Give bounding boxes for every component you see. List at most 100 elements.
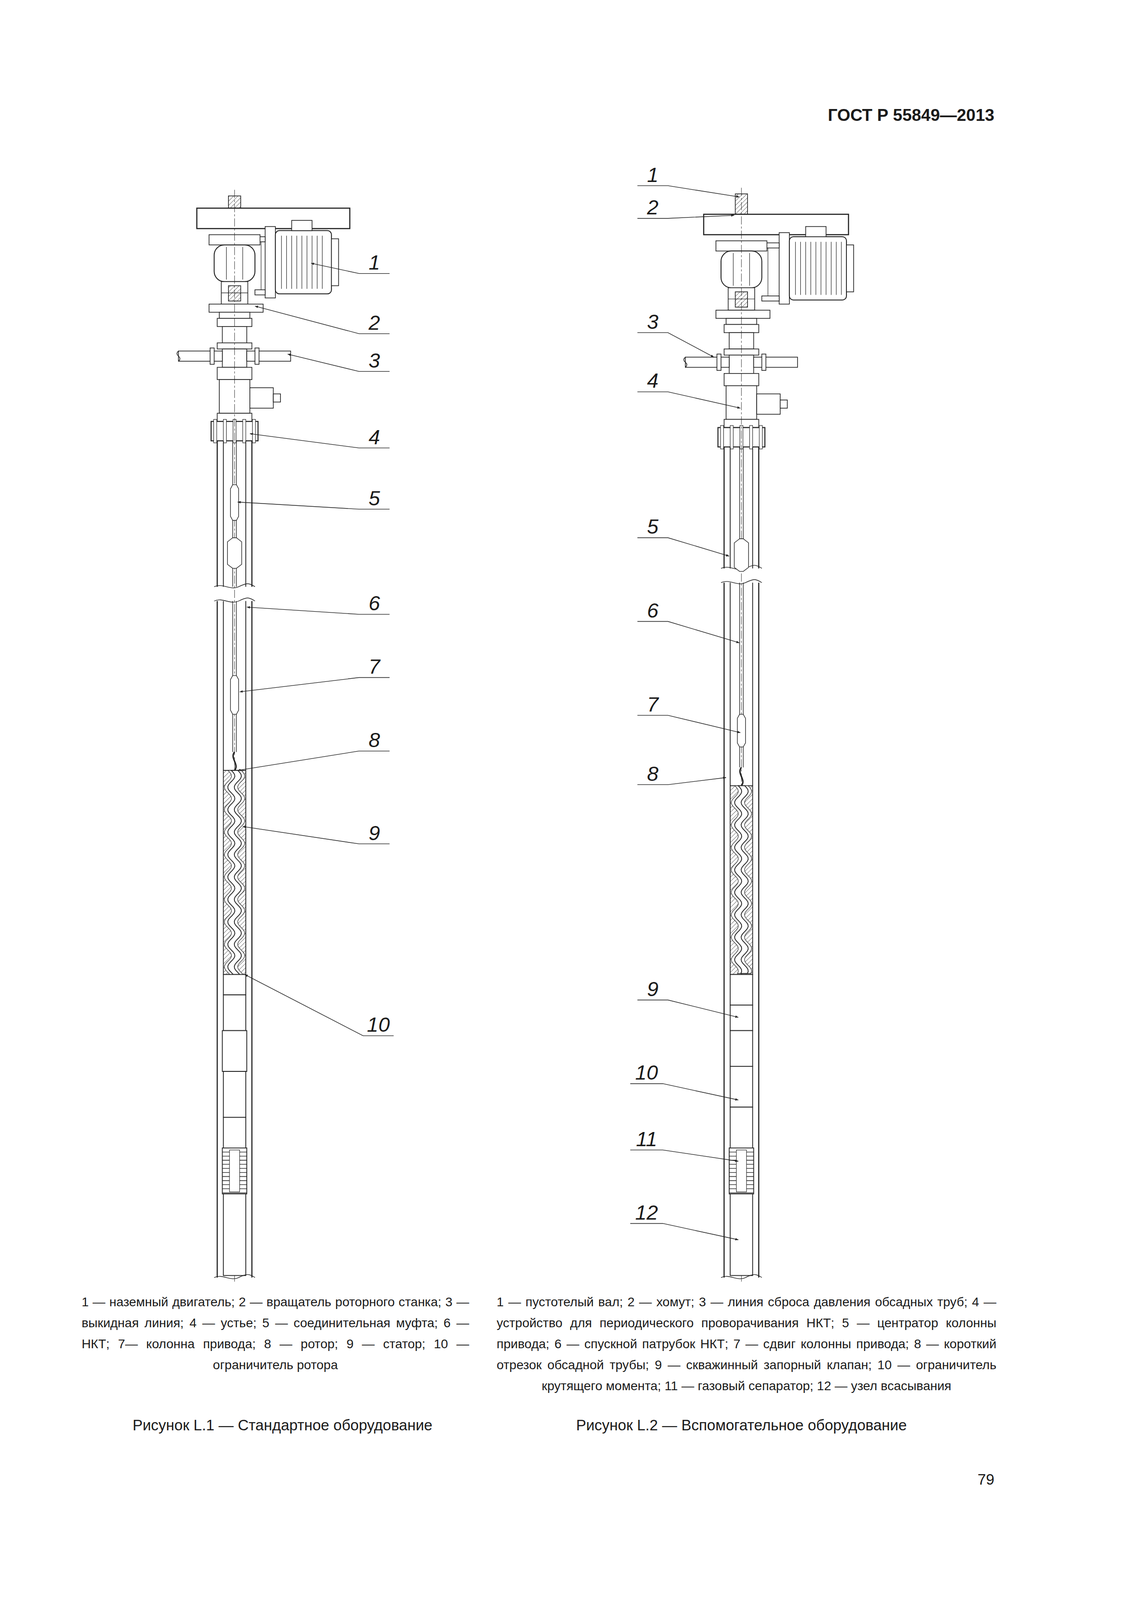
casing-wall — [251, 440, 253, 587]
motor-body — [275, 230, 332, 295]
leader-line — [637, 537, 730, 556]
callout-number: 5 — [368, 487, 380, 509]
callout-number: 2 — [647, 197, 659, 218]
flange-bolt — [213, 419, 217, 443]
callout-number: 2 — [368, 311, 380, 333]
leader-line — [630, 1083, 739, 1100]
tubing-wall — [752, 582, 753, 786]
rib-core — [229, 1149, 240, 1192]
tubing-wall — [245, 601, 247, 771]
flange-bolt — [223, 419, 227, 443]
leader-line — [254, 306, 390, 334]
page-header: ГОСТ Р 55849—2013 — [827, 105, 995, 125]
motor-fin — [795, 241, 796, 295]
motor-fin — [286, 235, 287, 289]
callout-number: 5 — [647, 516, 659, 537]
lower-segment — [223, 1193, 246, 1276]
callout-number: 9 — [647, 978, 659, 999]
rod-coupling — [734, 538, 749, 572]
lower-segment — [730, 1030, 753, 1067]
callout-number: 4 — [368, 426, 380, 447]
casing-wall — [216, 601, 218, 1278]
motor-fin — [316, 235, 318, 289]
callout-number: 8 — [647, 762, 659, 784]
lower-segment — [729, 1147, 754, 1194]
pipe-break — [683, 357, 687, 368]
leader-line — [637, 332, 715, 358]
motor-fin — [321, 235, 323, 289]
page-number: 79 — [977, 1470, 995, 1489]
side-nib — [780, 399, 788, 409]
flange-bolt — [759, 425, 763, 449]
leader-line — [246, 607, 390, 615]
flange-bolt — [720, 425, 724, 449]
flow-line-flange — [716, 353, 722, 371]
callout-number: 3 — [368, 349, 380, 371]
motor-fin — [840, 241, 842, 295]
leader-line — [242, 826, 390, 844]
tubing-wall — [729, 582, 731, 786]
motor-fin — [800, 241, 801, 295]
lower-segment — [223, 1071, 246, 1118]
head-detail — [242, 246, 244, 280]
motor-fin — [281, 235, 282, 289]
motor-fin — [311, 235, 313, 289]
leader-line — [637, 185, 740, 198]
rod-coupling — [230, 484, 239, 521]
motor-fin — [301, 235, 302, 289]
rod-coupling — [230, 675, 239, 715]
motor-fin — [291, 235, 292, 289]
side-box — [756, 394, 780, 415]
head-base-flange — [208, 304, 264, 313]
casing-wall — [216, 440, 218, 587]
callout-number: 1 — [368, 251, 380, 273]
leader-line — [637, 715, 741, 733]
figure-caption: Рисунок L.1 — Стандартное оборудование — [132, 1416, 433, 1434]
casing-wall — [723, 582, 725, 1278]
leader-line — [244, 974, 394, 1036]
lower-segment — [730, 1066, 753, 1107]
motor-flange — [264, 226, 275, 299]
callout-number: 9 — [368, 822, 380, 843]
lower-segment — [222, 1030, 248, 1072]
head-base-flange — [715, 310, 771, 319]
rod-coupling — [737, 714, 746, 748]
lower-segment — [730, 974, 753, 1006]
legend-text: 1 — наземный двигатель; 2 — вращатель ро… — [81, 1291, 470, 1376]
rib-core — [736, 1149, 747, 1192]
flex-shaft — [740, 767, 743, 786]
motor-fin — [296, 235, 297, 289]
lower-segment — [223, 974, 246, 996]
stator-cavity — [731, 785, 752, 974]
tubing-wall — [223, 601, 224, 771]
pipe-break — [176, 351, 181, 362]
flow-line-flange — [210, 347, 215, 365]
callout-number: 7 — [647, 693, 659, 715]
tubing-wall — [245, 440, 247, 587]
leader-line — [237, 751, 390, 771]
callout-number: 3 — [647, 311, 659, 332]
bottom-break — [721, 1274, 762, 1279]
stator — [223, 770, 246, 975]
segment-rib — [222, 1192, 248, 1194]
callout-number: 12 — [635, 1201, 659, 1223]
bracket-bolt — [767, 248, 768, 296]
flow-line — [685, 357, 730, 368]
flange-bolt — [252, 419, 256, 443]
flow-line-flange — [254, 347, 260, 365]
head-detail — [732, 253, 734, 286]
motor-flange — [778, 232, 789, 305]
drawing-group — [176, 185, 854, 1282]
segment-rib — [729, 1192, 754, 1194]
flow-line-flange — [761, 353, 766, 371]
motor-fin — [825, 241, 827, 295]
figure-caption: Рисунок L.2 — Вспомогательное оборудован… — [575, 1416, 907, 1434]
flow-line — [178, 351, 223, 362]
tubing-wall — [223, 440, 224, 587]
lower-segment — [730, 1193, 753, 1276]
lower-segment — [730, 1106, 753, 1148]
motor-fin — [815, 241, 816, 295]
callout-number: 10 — [635, 1062, 659, 1083]
motor-end-cap — [846, 244, 854, 292]
